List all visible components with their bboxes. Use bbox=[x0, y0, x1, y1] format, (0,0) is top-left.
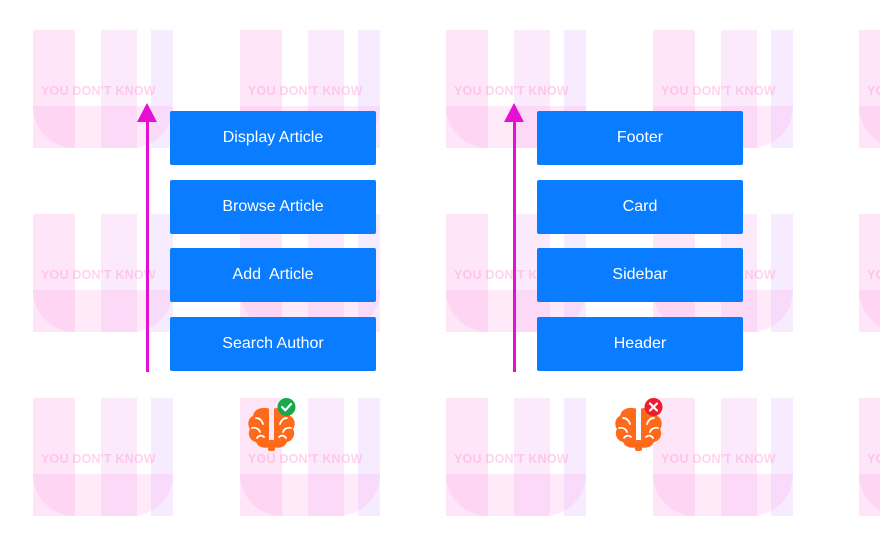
watermark-text: YOU DON'T KNOW bbox=[867, 84, 880, 98]
arrow-up-icon-shaft bbox=[513, 120, 516, 372]
watermark-shape bbox=[446, 30, 488, 148]
add-article-button[interactable]: Add Article bbox=[170, 248, 376, 302]
watermark-shape bbox=[859, 474, 880, 516]
header-button[interactable]: Header bbox=[537, 317, 743, 371]
card-button[interactable]: Card bbox=[537, 180, 743, 234]
brain-icon bbox=[615, 398, 663, 451]
panel-incorrect: Footer Card Sidebar Header bbox=[503, 100, 763, 460]
watermark-text: YOU DON'T KNOW bbox=[661, 84, 776, 98]
watermark-shape bbox=[859, 290, 880, 332]
sidebar-button[interactable]: Sidebar bbox=[537, 248, 743, 302]
display-article-button[interactable]: Display Article bbox=[170, 111, 376, 165]
watermark-shape bbox=[771, 214, 793, 332]
watermark-shape bbox=[859, 398, 880, 516]
watermark-shape bbox=[653, 474, 793, 516]
watermark-shape bbox=[33, 398, 75, 516]
arrow-up-icon bbox=[137, 103, 157, 122]
check-icon bbox=[280, 402, 293, 412]
arrow-up-icon bbox=[504, 103, 524, 122]
brain-cross-badge bbox=[613, 396, 663, 452]
watermark-shape bbox=[101, 214, 137, 332]
watermark-shape bbox=[240, 474, 380, 516]
watermark-text: YOU DON'T KNOW bbox=[41, 84, 156, 98]
brain-check-badge bbox=[246, 396, 296, 452]
watermark-shape bbox=[101, 30, 137, 148]
watermark-shape bbox=[446, 398, 488, 516]
watermark-shape bbox=[859, 106, 880, 148]
watermark-shape bbox=[101, 398, 137, 516]
panel-correct: Display Article Browse Article Add Artic… bbox=[136, 100, 396, 460]
watermark-tile: YOU DON'T KNOW bbox=[857, 30, 880, 180]
watermark-shape bbox=[771, 398, 793, 516]
browse-article-button[interactable]: Browse Article bbox=[170, 180, 376, 234]
watermark-tile: YOU DON'T KNOW bbox=[857, 214, 880, 364]
check-icon-badge bbox=[277, 398, 296, 416]
watermark-tile: YOU DON'T KNOW bbox=[857, 398, 880, 548]
watermark-shape bbox=[859, 30, 880, 148]
arrow-up-icon-shaft bbox=[146, 120, 149, 372]
watermark-text: YOU DON'T KNOW bbox=[867, 268, 880, 282]
search-author-button[interactable]: Search Author bbox=[170, 317, 376, 371]
watermark-text: YOU DON'T KNOW bbox=[454, 84, 569, 98]
watermark-shape bbox=[859, 214, 880, 332]
footer-button[interactable]: Footer bbox=[537, 111, 743, 165]
watermark-shape bbox=[771, 30, 793, 148]
watermark-shape bbox=[446, 474, 586, 516]
watermark-text: YOU DON'T KNOW bbox=[867, 452, 880, 466]
brain-icon bbox=[248, 398, 296, 451]
watermark-shape bbox=[33, 30, 75, 148]
watermark-shape bbox=[446, 214, 488, 332]
cross-icon bbox=[648, 402, 659, 412]
watermark-text: YOU DON'T KNOW bbox=[248, 84, 363, 98]
watermark-shape bbox=[33, 214, 75, 332]
watermark-shape bbox=[33, 474, 173, 516]
